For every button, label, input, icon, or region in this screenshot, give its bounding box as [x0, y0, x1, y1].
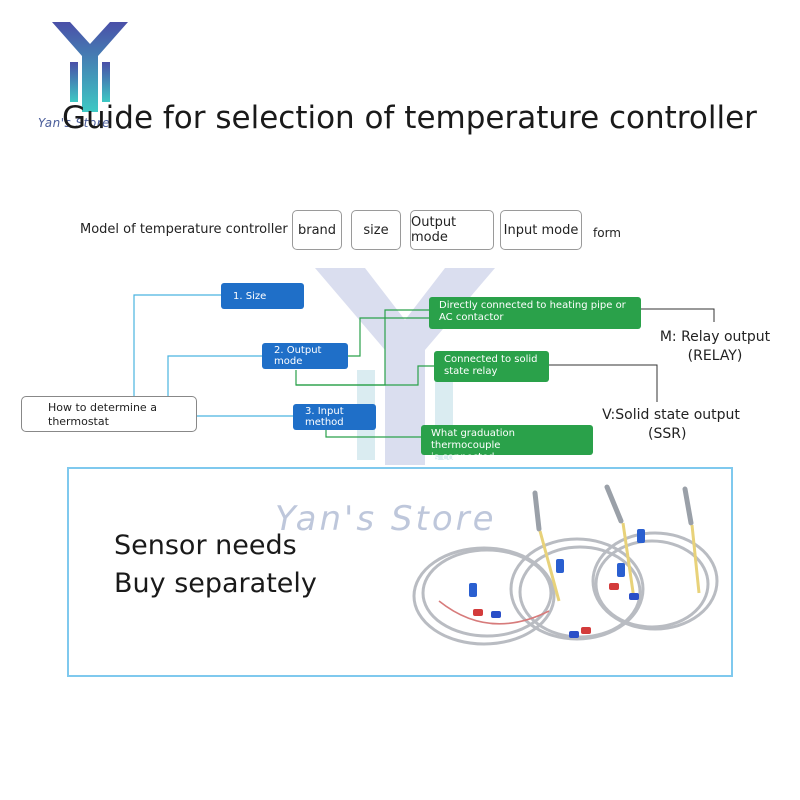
model-box-output-mode: Output mode	[410, 210, 494, 250]
thermocouple-sensors-image	[412, 484, 719, 646]
option-thermocouple: What graduation thermocouple is connecte…	[421, 425, 593, 463]
model-box-size: size	[351, 210, 401, 250]
root-thermostat-box: How to determine a thermostat	[21, 396, 197, 432]
watermark-text: Yan's Store	[275, 499, 497, 539]
result-ssr-output-line2: (SSR)	[648, 426, 687, 442]
option-thermocouple-line1: What graduation thermocouple	[431, 428, 516, 451]
sensor-note: Sensor needs Buy separately	[114, 527, 317, 603]
result-ssr-output-line1: V:Solid state output	[602, 407, 740, 423]
option-solid-state-relay: Connected to solid state relay	[434, 351, 549, 382]
model-box-input-mode: Input mode	[500, 210, 582, 250]
sensor-note-line2: Buy separately	[114, 568, 317, 599]
option-solid-state-relay-line2: state relay	[444, 366, 498, 377]
result-relay-output-line1: M: Relay output	[659, 329, 771, 345]
store-logo-icon	[52, 22, 128, 112]
page-title: Guide for selection of temperature contr…	[62, 100, 757, 136]
model-row-label: Model of temperature controller	[80, 222, 288, 237]
step-output-mode: 2. Output mode	[262, 343, 348, 369]
step-size: 1. Size	[221, 283, 304, 309]
step-input-method: 3. Input method	[293, 404, 376, 430]
sensor-panel: Yan's Store Sensor needs Buy separately	[67, 467, 733, 677]
option-direct-heating: Directly connected to heating pipe or AC…	[429, 297, 641, 329]
option-solid-state-relay-line1: Connected to solid	[444, 354, 538, 365]
option-direct-heating-line1: Directly connected to heating pipe or	[439, 300, 626, 311]
option-thermocouple-line2: is connected	[431, 452, 495, 463]
model-box-brand: brand	[292, 210, 342, 250]
result-ssr-output: V:Solid state output (SSR)	[596, 406, 746, 444]
result-relay-output: M: Relay output (RELAY)	[655, 328, 775, 366]
sensor-note-line1: Sensor needs	[114, 530, 297, 561]
result-relay-output-line2: (RELAY)	[687, 348, 743, 364]
logo-text: Yan's Store	[38, 116, 111, 130]
root-line2: thermostat	[48, 415, 109, 428]
model-row-trailing: form	[593, 226, 621, 240]
root-line1: How to determine a	[48, 401, 157, 414]
option-direct-heating-line2: AC contactor	[439, 312, 504, 323]
